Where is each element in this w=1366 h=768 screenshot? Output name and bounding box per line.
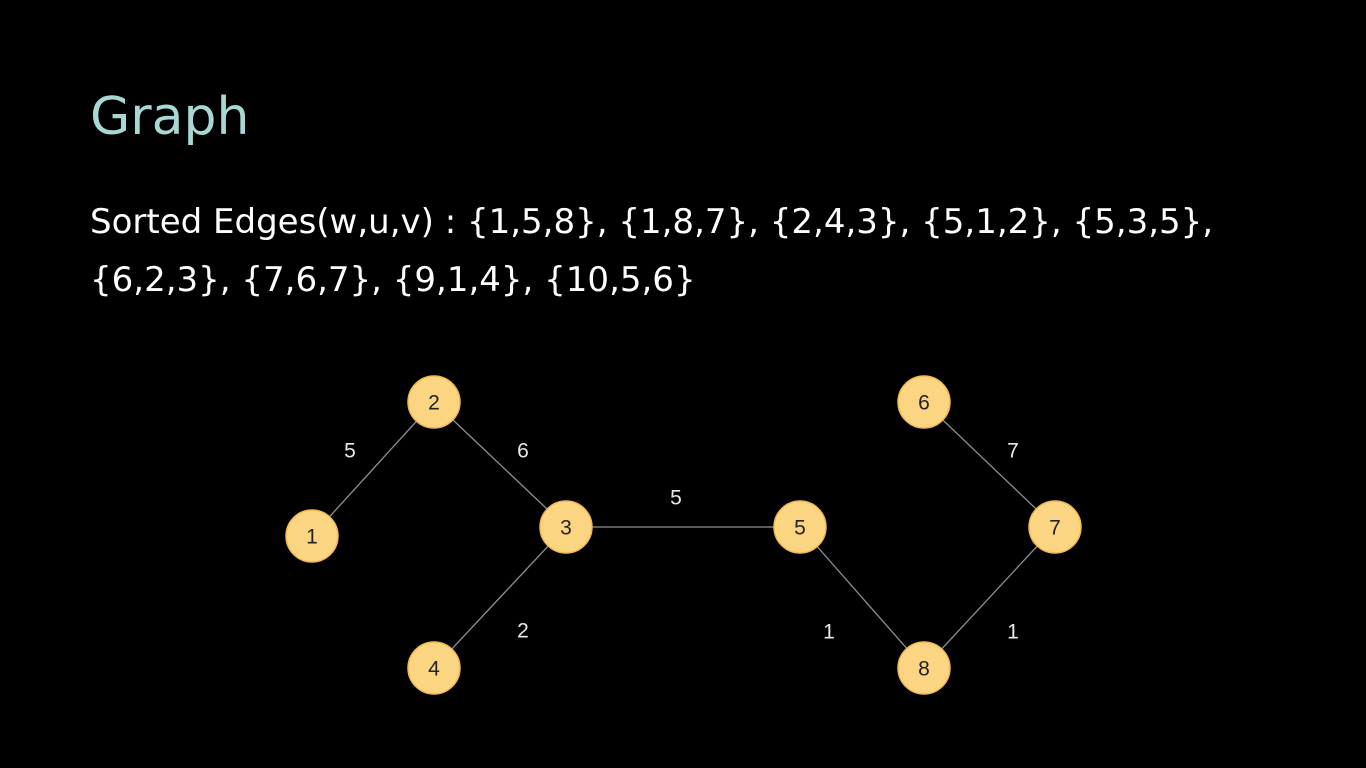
slide-title: Graph	[90, 87, 250, 147]
node-4: 4	[407, 641, 461, 695]
node-circle-6	[897, 375, 951, 429]
edge-weight-6-7: 7	[1007, 440, 1019, 463]
edge-6-7	[923, 401, 1056, 528]
node-6: 6	[897, 375, 951, 429]
node-label-6: 6	[918, 392, 930, 415]
edge-8-7	[923, 526, 1056, 669]
edge-weight-3-5: 5	[670, 487, 682, 510]
node-circle-2	[407, 375, 461, 429]
node-1: 1	[285, 509, 339, 563]
node-layer: 1 2 3 4 5 6 7 8	[285, 375, 1082, 695]
node-7: 7	[1028, 500, 1082, 554]
node-circle-4	[407, 641, 461, 695]
edge-1-2	[311, 401, 435, 537]
edge-weight-5-8: 1	[823, 621, 835, 644]
edge-5-8	[799, 526, 925, 669]
node-label-3: 3	[560, 517, 572, 540]
node-2: 2	[407, 375, 461, 429]
edge-weight-2-3: 6	[517, 440, 529, 463]
edge-3-4	[433, 526, 567, 669]
edge-weight-1-2: 5	[344, 440, 356, 463]
edge-layer: 5 6 5 2 1 1 7	[311, 401, 1056, 669]
node-3: 3	[539, 500, 593, 554]
node-label-8: 8	[918, 658, 930, 681]
node-8: 8	[897, 641, 951, 695]
node-circle-3	[539, 500, 593, 554]
sorted-edges-text: Sorted Edges(w,u,v) : {1,5,8}, {1,8,7}, …	[90, 202, 1214, 300]
node-label-7: 7	[1049, 517, 1061, 540]
node-label-4: 4	[428, 658, 440, 681]
node-label-2: 2	[428, 392, 440, 415]
node-label-1: 1	[306, 526, 318, 549]
node-label-5: 5	[794, 517, 806, 540]
edge-weight-3-4: 2	[517, 620, 529, 643]
node-circle-8	[897, 641, 951, 695]
node-circle-7	[1028, 500, 1082, 554]
node-circle-5	[773, 500, 827, 554]
node-circle-1	[285, 509, 339, 563]
node-5: 5	[773, 500, 827, 554]
edge-weight-8-7: 1	[1007, 621, 1019, 644]
edge-2-3	[433, 401, 567, 528]
